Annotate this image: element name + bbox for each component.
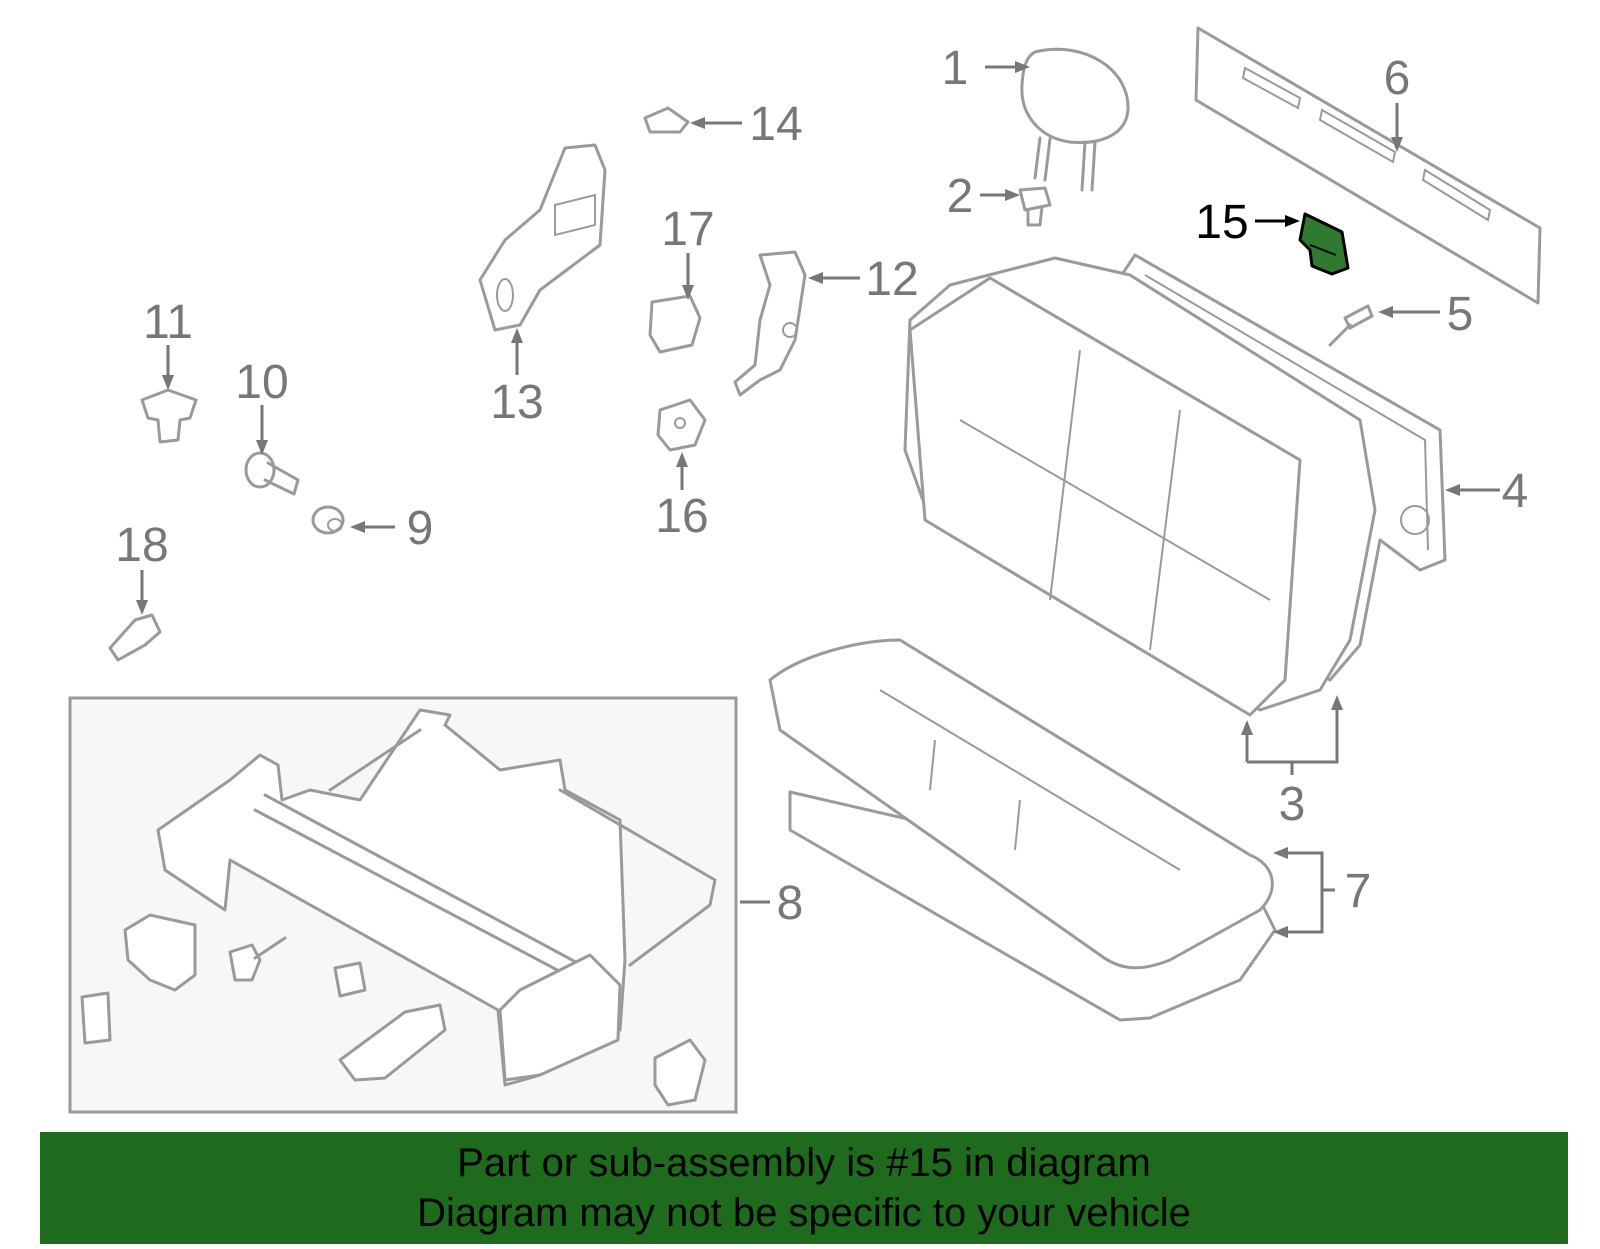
callout-10: 10 xyxy=(235,356,288,409)
part-12-bracket[interactable] xyxy=(733,250,807,397)
part-13-hinge[interactable] xyxy=(478,143,607,332)
callout-16: 16 xyxy=(655,490,708,543)
callout-9: 9 xyxy=(407,502,434,555)
part-6-board[interactable] xyxy=(1194,26,1542,305)
part-11-clip[interactable] xyxy=(140,388,198,444)
callout-4: 4 xyxy=(1502,465,1529,518)
callout-17: 17 xyxy=(661,203,714,256)
callout-8: 8 xyxy=(777,877,804,930)
callout-14: 14 xyxy=(749,98,802,151)
callout-18: 18 xyxy=(115,519,168,572)
callout-1: 1 xyxy=(942,42,969,95)
part-10-bolt[interactable] xyxy=(244,451,300,496)
part-9-grommet[interactable] xyxy=(311,505,345,535)
callout-12: 12 xyxy=(865,253,918,306)
callout-2: 2 xyxy=(947,170,974,223)
info-banner: Part or sub-assembly is #15 in diagram D… xyxy=(40,1132,1568,1244)
callout-11: 11 xyxy=(143,296,193,349)
part-15-bracket[interactable] xyxy=(1298,212,1350,276)
callout-5: 5 xyxy=(1447,288,1474,341)
part-5-bolt[interactable] xyxy=(1328,304,1374,347)
part-1-headrest[interactable] xyxy=(1020,47,1130,192)
part-16-clip[interactable] xyxy=(656,398,707,452)
callout-13: 13 xyxy=(490,376,543,429)
callout-arrows xyxy=(136,61,1500,938)
callout-7: 7 xyxy=(1345,865,1372,918)
callout-3: 3 xyxy=(1279,778,1306,831)
callout-6: 6 xyxy=(1384,52,1411,105)
part-8-seat-frame[interactable] xyxy=(80,708,717,1107)
banner-line-1: Part or sub-assembly is #15 in diagram xyxy=(457,1141,1151,1185)
part-3-seatback-cushion[interactable] xyxy=(903,256,1377,717)
part-14-clip[interactable] xyxy=(643,106,690,134)
banner-line-2: Diagram may not be specific to your vehi… xyxy=(417,1191,1191,1235)
part-17-cover[interactable] xyxy=(648,294,702,354)
part-18-cover[interactable] xyxy=(108,613,162,662)
part-2-guide[interactable] xyxy=(1018,186,1052,227)
part-7-seat-cushion[interactable] xyxy=(768,638,1277,1022)
callout-15: 15 xyxy=(1195,196,1248,249)
